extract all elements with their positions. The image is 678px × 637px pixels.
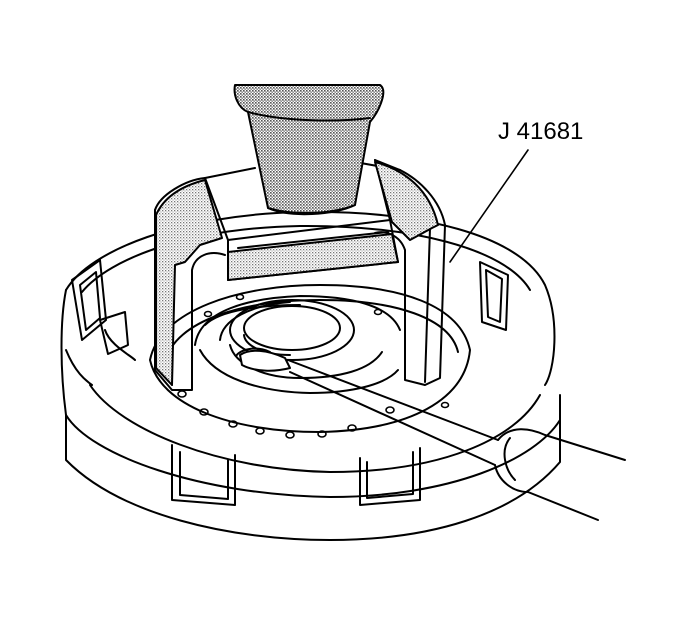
tool-crossbar-shade <box>227 233 399 281</box>
callout-leader-line <box>449 149 529 263</box>
tool-right-leg-shade <box>374 161 439 241</box>
press-ram <box>233 84 385 216</box>
tool-callout-label: J 41681 <box>498 118 584 145</box>
bolt-holes <box>177 293 450 439</box>
outer-housing <box>60 210 561 541</box>
housing-slots <box>65 259 509 506</box>
center-hub <box>219 299 383 379</box>
tool-left-leg-shade <box>155 179 223 386</box>
screwdriver <box>235 347 626 521</box>
